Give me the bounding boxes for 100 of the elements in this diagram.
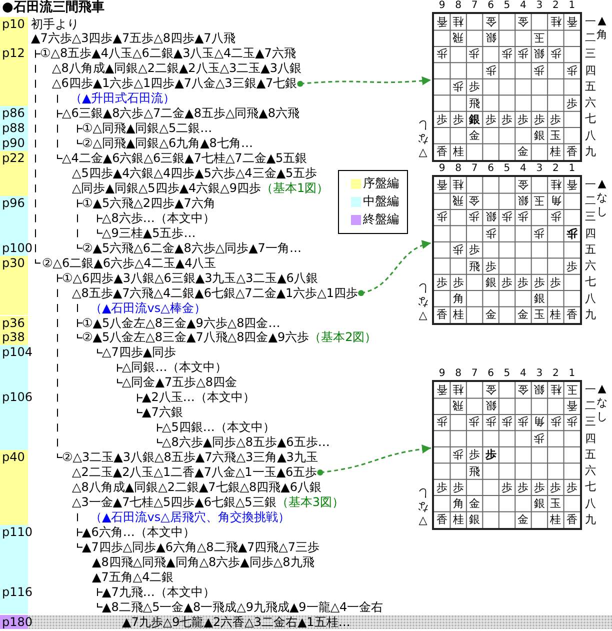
- column-number: 8: [454, 162, 463, 176]
- shogi-piece: 桂: [452, 16, 464, 28]
- shogi-piece: 飛: [452, 195, 464, 208]
- shogi-piece: 銀: [533, 384, 546, 396]
- shogi-board: [432, 380, 582, 530]
- rank-number: 四: [585, 62, 596, 79]
- dashed-arrow: [297, 76, 432, 87]
- shogi-piece: 銀: [468, 113, 481, 126]
- move-sequence: ▲7六銀: [142, 405, 183, 420]
- shogi-piece: 銀: [484, 276, 497, 289]
- shogi-piece: 歩: [436, 48, 448, 61]
- shogi-piece: 桂: [452, 308, 464, 321]
- shogi-piece: 銀: [484, 32, 497, 44]
- shogi-piece: 歩: [468, 244, 481, 256]
- rank-number: 五: [585, 78, 596, 95]
- page-reference: p88: [0, 121, 28, 136]
- shogi-piece: 玉: [533, 308, 546, 321]
- move-sequence: △2二玉▲2八玉△1二香▲7八金△1一玉▲6五歩: [72, 465, 318, 480]
- shogi-piece: 香: [436, 308, 448, 321]
- shogi-piece: 桂: [452, 384, 464, 396]
- shogi-piece: 歩: [436, 481, 448, 494]
- shogi-piece: 歩: [500, 113, 514, 126]
- move-sequence: △8五歩▲7六飛△4二銀▲6七銀△7二金▲1六歩△1四歩: [72, 286, 358, 301]
- pieces-in-hand: ▲角: [596, 14, 608, 42]
- shogi-piece: 歩: [484, 64, 497, 77]
- shogi-piece: 銀: [533, 292, 546, 305]
- column-number: 2: [551, 0, 560, 13]
- rank-number: 二: [585, 30, 596, 46]
- shogi-piece: 玉: [550, 130, 562, 142]
- shogi-piece: 飛: [452, 32, 464, 44]
- move-sequence: △同銀…（本文中）: [122, 360, 228, 376]
- shogi-piece: 歩: [436, 416, 448, 429]
- shogi-piece: 歩: [533, 64, 546, 77]
- shogi-piece: 金: [517, 514, 530, 526]
- column-number: 7: [470, 0, 479, 13]
- rank-number: 三: [585, 414, 596, 430]
- rank-number: 三: [585, 46, 596, 62]
- shogi-piece: 歩: [436, 276, 448, 289]
- move-sequence: ▲7四歩△同歩▲6六角△8二飛▲7四飛△7三歩: [82, 540, 320, 555]
- shogi-piece: 金: [517, 16, 530, 28]
- rank-number: 四: [585, 226, 596, 242]
- shogi-piece: 歩: [452, 244, 464, 256]
- shogi-piece: 銀: [468, 514, 481, 526]
- column-number: 6: [486, 0, 495, 13]
- shogi-piece: 桂: [550, 146, 562, 158]
- shogi-piece: 歩: [500, 211, 514, 224]
- rank-number: 二: [585, 193, 596, 210]
- page-reference: p30: [0, 256, 28, 271]
- shogi-piece: 玉: [566, 384, 578, 396]
- shogi-piece: 歩: [550, 481, 562, 494]
- shogi-piece: 歩: [533, 432, 546, 445]
- page-reference: p12: [0, 46, 28, 62]
- move-sequence: ▲6六角…（本文中）: [82, 524, 195, 540]
- shogi-piece: 飛: [468, 260, 481, 272]
- move-sequence: ①△同飛▲同銀△5二銀…: [82, 121, 212, 136]
- shogi-piece: 歩: [566, 416, 578, 429]
- diagram-reference: （基本3図）: [276, 494, 344, 510]
- shogi-piece: 銀: [533, 48, 546, 61]
- rank-number: 八: [585, 128, 596, 144]
- shogi-piece: 桂: [452, 514, 464, 526]
- move-sequence: △8六歩…（本文中）: [102, 210, 215, 226]
- shogi-piece: 歩: [452, 80, 464, 94]
- shogi-piece: 玉: [533, 32, 546, 44]
- column-number: 3: [535, 367, 544, 381]
- shogi-piece: 歩: [468, 80, 481, 94]
- shogi-piece: 香: [566, 400, 578, 412]
- column-number: 4: [519, 0, 528, 13]
- shogi-piece: 歩: [550, 276, 562, 289]
- shogi-piece: 歩: [517, 48, 530, 61]
- shogi-piece: 香: [566, 16, 578, 28]
- shogi-piece: 歩: [500, 276, 514, 289]
- move-sequence: ①▲5六飛△2四歩▲7六角: [82, 196, 216, 211]
- move-sequence: ①▲5八金左△8三金▲9六歩△8四金…: [82, 316, 280, 330]
- shogi-piece: 歩: [500, 481, 514, 494]
- rank-number: 二: [585, 398, 596, 414]
- move-sequence: △3一金▲7七桂△5四歩▲6七銀△5三銀: [72, 494, 276, 510]
- move-sequence: △7四歩▲同歩: [102, 345, 176, 360]
- diagram-reference: （基本2図）: [309, 330, 377, 346]
- rank-number: 五: [585, 242, 596, 258]
- column-number: 9: [438, 367, 446, 381]
- legend-label: 序盤編: [363, 176, 399, 191]
- shogi-piece: 歩: [468, 448, 481, 462]
- rank-number: 八: [585, 496, 596, 512]
- column-number: 9: [438, 0, 446, 13]
- pieces-in-hand: ▽なし: [417, 281, 429, 323]
- shogi-piece: 金: [484, 16, 497, 28]
- move-sequence: △6三銀▲8六歩△7二金▲8五歩△同飛▲8六飛: [62, 106, 300, 122]
- shogi-piece: 歩: [468, 211, 481, 224]
- move-sequence: ②△同飛▲同銀△6九角▲8七角…: [82, 136, 253, 152]
- column-number: 3: [535, 162, 544, 176]
- move-sequence: ▲7五角△4二銀: [92, 570, 174, 585]
- column-number: 1: [568, 0, 576, 13]
- shogi-piece: 香: [436, 384, 448, 396]
- shogi-piece: 角: [550, 195, 562, 208]
- page-reference: p22: [0, 151, 28, 166]
- column-number: 6: [486, 162, 495, 176]
- rank-number: 三: [585, 209, 596, 226]
- column-number: 6: [486, 367, 495, 381]
- shogi-board: [432, 175, 582, 325]
- pieces-in-hand: ▲なし: [596, 177, 608, 219]
